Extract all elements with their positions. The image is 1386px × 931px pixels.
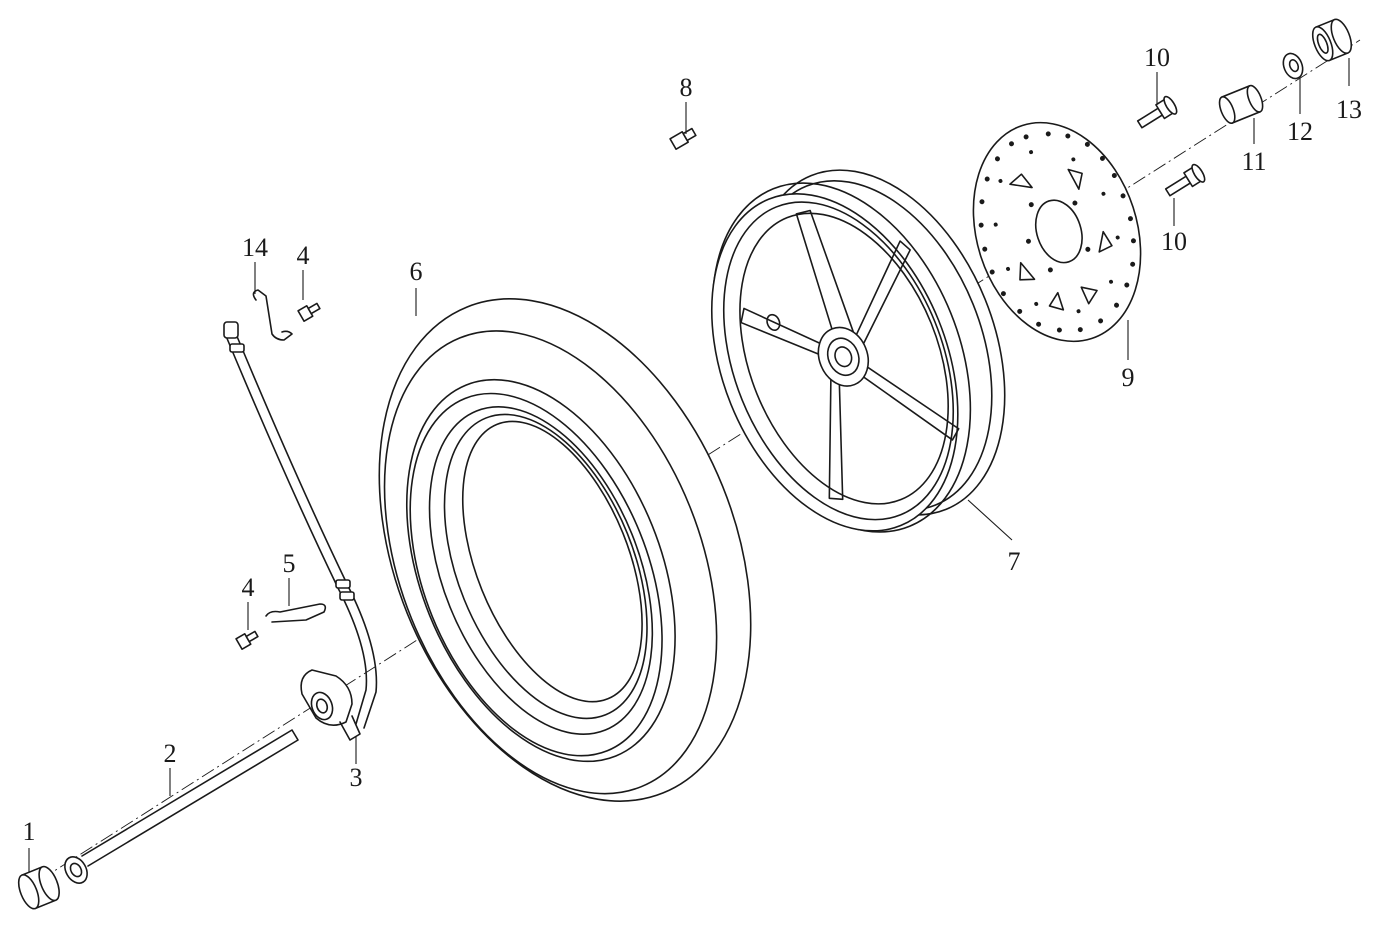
dust-cap-right [1311, 18, 1353, 62]
tire [378, 298, 752, 802]
leader-lines [28, 58, 1350, 872]
speedometer-drive [300, 669, 361, 741]
bolt-lower [235, 630, 259, 650]
bolt-upper [297, 302, 321, 322]
disc-bolt-upper [1136, 95, 1178, 129]
label-part-4-lower: 4 [242, 573, 255, 602]
label-part-8: 8 [680, 73, 693, 102]
label-part-4-upper: 4 [297, 241, 310, 270]
disc-bolt-lower [1164, 163, 1206, 197]
label-part-13: 13 [1336, 95, 1362, 124]
tire-valve [669, 127, 697, 150]
label-part-9: 9 [1122, 363, 1135, 392]
cable-clip-lower [265, 603, 327, 623]
wheel-rim [710, 169, 1006, 533]
label-part-10-lower: 10 [1161, 227, 1187, 256]
axle-nut [1282, 52, 1304, 80]
label-part-7: 7 [1008, 547, 1021, 576]
axle [64, 729, 299, 884]
dust-cap-left [17, 865, 60, 910]
spacer [1218, 84, 1264, 124]
label-part-2: 2 [164, 739, 177, 768]
cable-clip-upper [252, 289, 293, 341]
label-part-3: 3 [350, 763, 363, 792]
label-part-11: 11 [1241, 147, 1266, 176]
assembly-axis [39, 39, 1361, 881]
speedometer-cable [223, 321, 378, 729]
label-part-14: 14 [242, 233, 268, 262]
brake-disc [972, 121, 1142, 343]
label-part-12: 12 [1287, 117, 1313, 146]
part-labels: 1 2 3 4 5 4 14 6 7 8 9 10 10 11 12 13 [23, 43, 1363, 846]
label-part-6: 6 [410, 257, 423, 286]
label-part-10-upper: 10 [1144, 43, 1170, 72]
label-part-5: 5 [283, 549, 296, 578]
label-part-1: 1 [23, 817, 36, 846]
disc-holes [978, 131, 1136, 333]
